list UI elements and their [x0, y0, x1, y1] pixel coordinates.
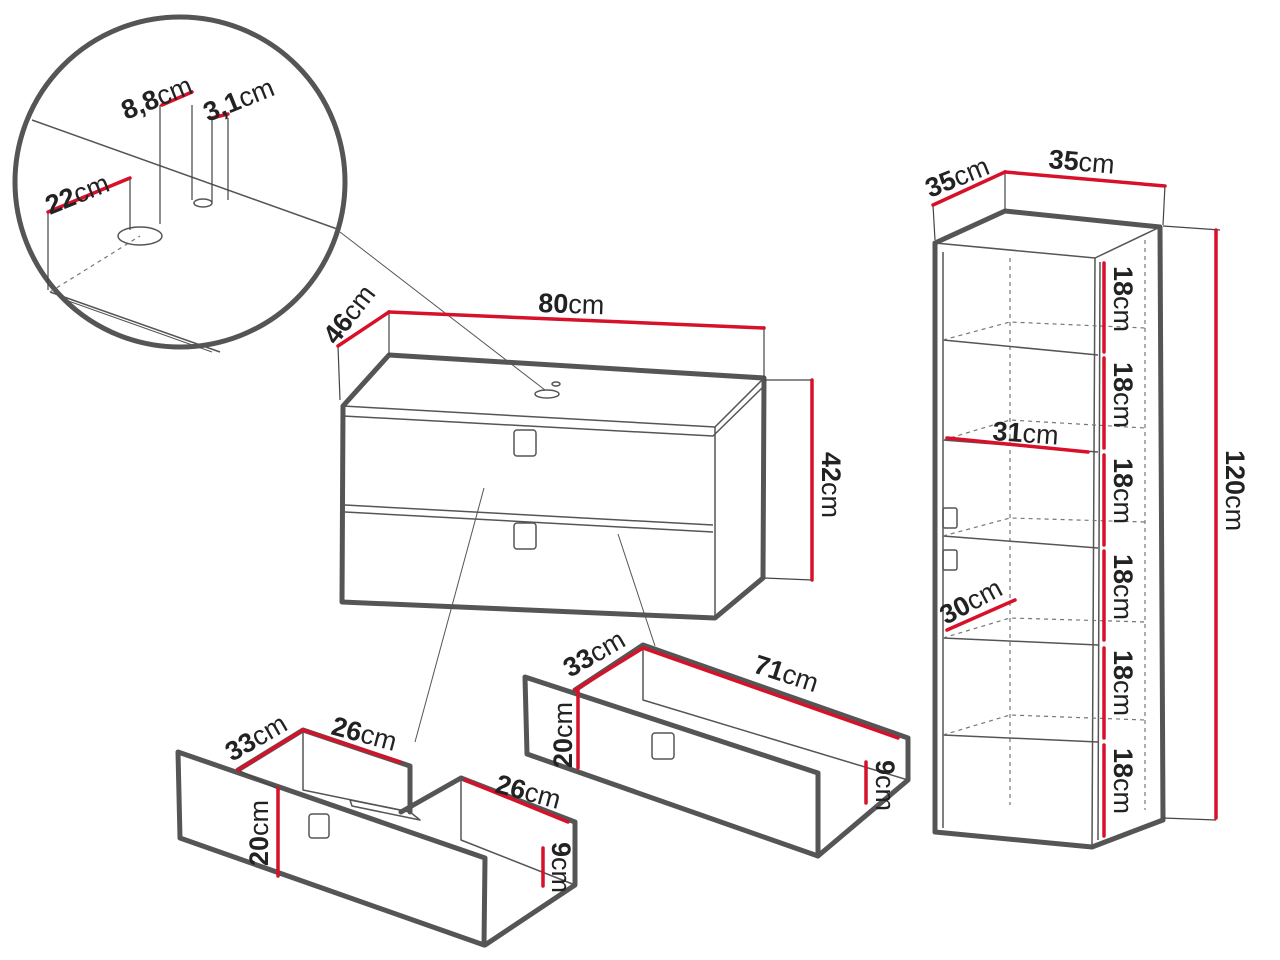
shelf-gap-label-3: 18cm — [1108, 458, 1138, 524]
upper-drawer-handle-icon — [308, 813, 330, 839]
sink-hole-icon — [534, 389, 560, 399]
countertop-front-edge-lower — [59, 297, 213, 353]
lower-drawer-inner-edges — [642, 645, 909, 781]
shelf-gap-label-1: 18cm — [1108, 266, 1138, 332]
tap-hole-icon — [193, 198, 213, 208]
lower-door-handle-icon — [942, 549, 958, 571]
cabinet-depth-dim — [336, 310, 391, 348]
upper-drawer-front — [175, 749, 488, 948]
column-shelves — [942, 339, 1099, 743]
countertop-underside — [342, 387, 763, 437]
sink-detail-zoom — [12, 14, 546, 391]
column-outline — [932, 208, 1166, 850]
drawer-split-line — [344, 504, 714, 533]
upper-drawer-handle-icon — [513, 429, 537, 457]
upper-drawer-front-height-label: 20cm — [244, 800, 274, 866]
shelf-depth-label: 30cm — [935, 573, 1007, 630]
shelf-gap-label-2: 18cm — [1108, 362, 1138, 428]
column-width-dim — [1003, 170, 1167, 188]
upper-drawer-width-2-dim — [463, 778, 570, 824]
upper-drawer-depth-dim — [236, 728, 305, 772]
upper-drawer-right-box — [398, 775, 578, 948]
cabinet-outline — [339, 352, 767, 621]
cabinet-width-dim — [387, 310, 766, 330]
upper-drawer-width-dim — [301, 728, 402, 764]
cabinet-height-label: 42cm — [816, 452, 846, 518]
upper-drawer — [175, 727, 578, 948]
zoom-circle — [12, 14, 348, 350]
tall-column-cabinet — [931, 170, 1221, 850]
detail-height-dim — [46, 176, 132, 214]
column-top-edge — [934, 226, 1161, 259]
lower-drawer-leader — [617, 533, 656, 647]
shelf-gap-label-6: 18cm — [1108, 748, 1138, 814]
lower-drawer — [522, 642, 911, 859]
shelf-width-dim — [945, 436, 1090, 454]
upper-drawer-divider — [349, 799, 421, 821]
lower-drawer-width-dim — [641, 646, 900, 740]
detail-tap-hole-dim — [210, 112, 230, 120]
hidden-edge — [49, 235, 141, 293]
sink-hole-icon — [117, 226, 163, 246]
column-front-right-edge — [1091, 257, 1096, 848]
upper-drawer-leader — [414, 487, 485, 743]
upper-drawer-width-2-label: 26cm — [492, 769, 564, 815]
shelf-gap-label-5: 18cm — [1108, 650, 1138, 716]
cabinet-width-label: 80cm — [538, 288, 605, 320]
lower-drawer-handle-icon — [513, 522, 537, 550]
shelf-gap-label-4: 18cm — [1108, 554, 1138, 620]
lower-drawer-handle-icon — [651, 732, 675, 760]
lower-drawer-depth-label: 33cm — [558, 624, 630, 683]
column-depth-dim — [931, 170, 1007, 207]
column-height-label: 120cm — [1220, 450, 1250, 531]
upper-door-handle-icon — [942, 507, 958, 529]
shelf-depth-dim — [945, 598, 1017, 632]
upper-drawer-inner-height-label: 9cm — [546, 842, 576, 893]
vanity-cabinet — [336, 310, 814, 743]
column-width-label: 35cm — [1047, 144, 1115, 180]
tap-hole-icon — [551, 381, 561, 387]
lower-drawer-depth-dim — [573, 646, 645, 692]
countertop-back-edge — [31, 119, 341, 231]
detail-hole-dim — [160, 90, 194, 107]
countertop-front-edge — [49, 291, 221, 353]
lower-drawer-inner-height-label: 9cm — [870, 760, 900, 811]
shelf-width-label: 31cm — [992, 416, 1060, 451]
lower-drawer-front-height-label: 20cm — [548, 702, 578, 768]
